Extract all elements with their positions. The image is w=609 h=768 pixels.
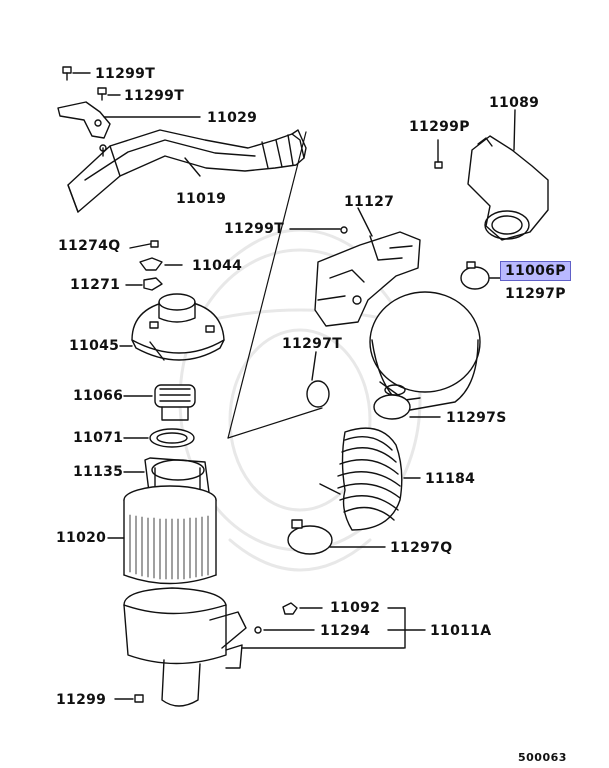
- label-11297T[interactable]: 11297T: [282, 336, 343, 352]
- cleaner-housing: [369, 291, 481, 411]
- label-11299T-c[interactable]: 11299T: [224, 221, 285, 237]
- intake-11089: [467, 109, 549, 241]
- corrugated-hose-11184: [319, 427, 421, 531]
- leader-11011A: [387, 607, 426, 649]
- label-11299T-b[interactable]: 11299T: [124, 88, 185, 104]
- bolt-11299: [114, 694, 144, 703]
- label-11044[interactable]: 11044: [192, 258, 243, 274]
- washer-11271: [125, 277, 163, 291]
- clamp-11297T: [306, 351, 330, 408]
- gasket-11071: [149, 428, 195, 448]
- label-11006P-highlighted[interactable]: 11006P: [500, 261, 571, 281]
- label-11299P[interactable]: 11299P: [409, 119, 470, 135]
- filter-element-11020: [123, 485, 217, 585]
- label-11066[interactable]: 11066: [73, 388, 124, 404]
- bolt-11299P: [434, 139, 443, 169]
- clamp-11006P: [460, 261, 506, 290]
- label-11294[interactable]: 11294: [320, 623, 371, 639]
- label-11020[interactable]: 11020: [56, 530, 107, 546]
- label-11019[interactable]: 11019: [176, 191, 227, 207]
- wing-nut-11044: [139, 257, 183, 271]
- resonator-11127: [314, 207, 421, 327]
- label-11029[interactable]: 11029: [207, 110, 258, 126]
- label-11092[interactable]: 11092: [330, 600, 381, 616]
- label-11297P[interactable]: 11297P: [505, 286, 566, 302]
- diagram-code: 500063: [518, 751, 567, 764]
- element-11066: [154, 384, 196, 421]
- label-11274Q[interactable]: 11274Q: [58, 238, 121, 254]
- label-11299[interactable]: 11299: [56, 692, 107, 708]
- cover-11045: [131, 293, 225, 361]
- assembly-guide-lines: [227, 131, 323, 439]
- bolt-11299T-b: [97, 87, 121, 101]
- leader-lines: [107, 243, 153, 539]
- label-11299T-a[interactable]: 11299T: [95, 66, 156, 82]
- bolt-11294: [254, 626, 315, 634]
- label-11297Q[interactable]: 11297Q: [390, 540, 453, 556]
- label-11184[interactable]: 11184: [425, 471, 476, 487]
- nut-11092: [282, 602, 323, 615]
- bolt-11274Q: [150, 240, 159, 248]
- bracket-11029: [57, 101, 111, 157]
- bolt-11299T-c: [289, 226, 348, 234]
- label-11135[interactable]: 11135: [73, 464, 124, 480]
- label-11011A[interactable]: 11011A: [430, 623, 492, 639]
- clamp-11297Q: [287, 519, 386, 555]
- label-11127[interactable]: 11127: [344, 194, 395, 210]
- leader-11019: [184, 157, 201, 177]
- label-11071[interactable]: 11071: [73, 430, 124, 446]
- label-11045[interactable]: 11045: [69, 338, 120, 354]
- clamp-11297S: [373, 394, 441, 420]
- bolt-11299T-a: [62, 66, 91, 81]
- case-11011A: [123, 587, 405, 707]
- label-11297S[interactable]: 11297S: [446, 410, 507, 426]
- label-11089[interactable]: 11089: [489, 95, 540, 111]
- air-duct-11019: [67, 129, 307, 213]
- label-11271[interactable]: 11271: [70, 277, 121, 293]
